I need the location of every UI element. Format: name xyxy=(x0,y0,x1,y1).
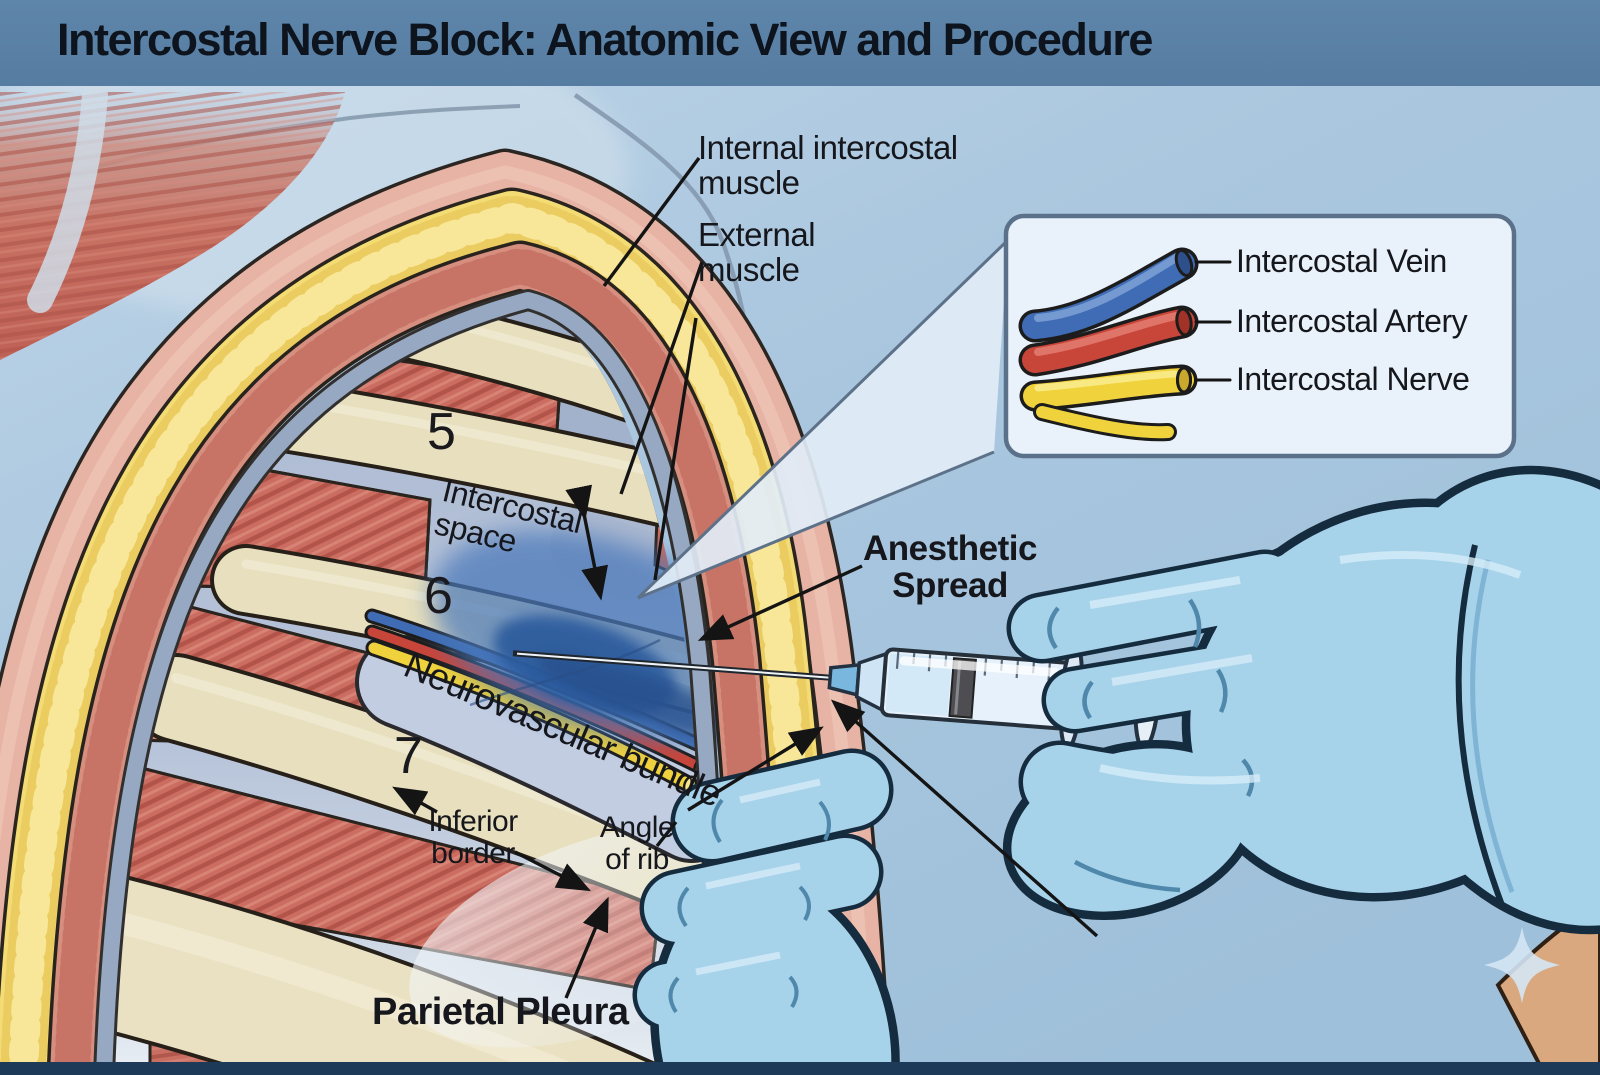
label-external-muscle: External muscle xyxy=(698,216,816,288)
label-parietal-pleura: Parietal Pleura xyxy=(372,991,629,1033)
sparkle-icon xyxy=(1484,927,1560,1003)
title-banner xyxy=(0,0,1600,86)
legend-item-intercostal-vein: Intercostal Vein xyxy=(1236,243,1447,279)
label-internal-intercostal-muscle: Internal intercostal muscle xyxy=(698,129,958,201)
legend-callout-wedge xyxy=(636,238,1010,600)
back-muscle xyxy=(0,82,345,360)
rib-number-6: 6 xyxy=(424,567,453,625)
label-angle-of-rib: Angle of rib xyxy=(599,811,675,876)
label-inferior-border: Inferior border xyxy=(428,805,518,870)
rib-number-5: 5 xyxy=(427,403,456,461)
rib-number-7: 7 xyxy=(394,727,423,785)
palpating-hand xyxy=(632,748,900,1075)
annotation-arrows xyxy=(392,156,1099,999)
page-title: Intercostal Nerve Block: Anatomic View a… xyxy=(57,14,1153,65)
label-anesthetic-spread: Anesthetic Spread xyxy=(863,529,1037,606)
legend-box xyxy=(1003,213,1517,459)
injecting-hand xyxy=(1002,465,1600,935)
legend-item-intercostal-nerve: Intercostal Nerve xyxy=(1236,361,1470,397)
footer-bar xyxy=(0,1062,1600,1075)
legend-item-intercostal-artery: Intercostal Artery xyxy=(1236,303,1468,339)
